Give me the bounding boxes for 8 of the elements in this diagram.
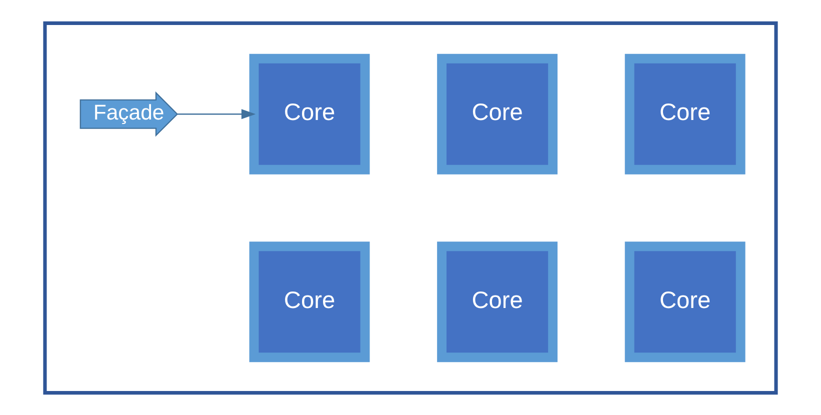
cluster: [43, 20, 778, 394]
node-box: Core: [624, 53, 746, 174]
node-box: Core: [437, 241, 558, 362]
node-box: Core: [437, 53, 558, 174]
node-box: Core: [249, 53, 370, 174]
node-box: Core: [249, 241, 370, 362]
arrow: [178, 108, 256, 119]
node-box: Core: [624, 241, 746, 362]
